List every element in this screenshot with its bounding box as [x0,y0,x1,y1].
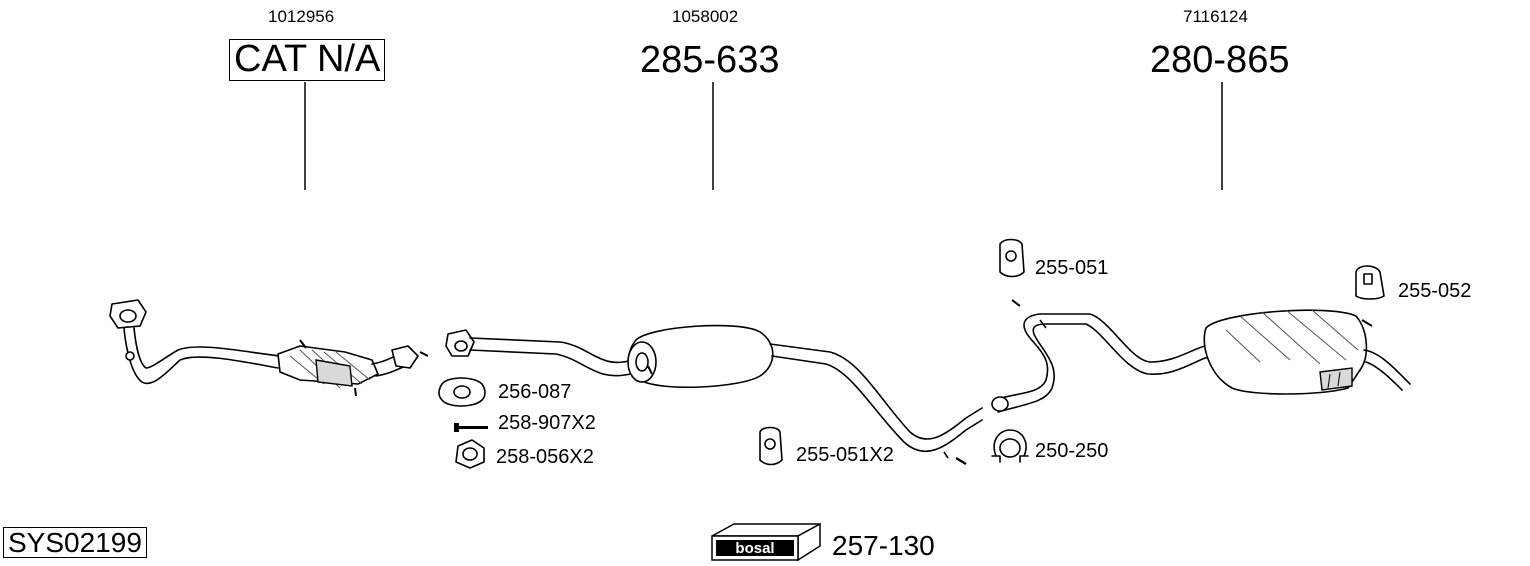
ref-number-cat: 1012956 [268,7,335,26]
label-bolt[interactable]: 258-907X2 [498,412,596,434]
label-nut[interactable]: 258-056X2 [496,446,594,468]
hanger-icon-mid[interactable] [759,426,783,466]
brand-logo: bosal [735,540,774,557]
mounting-kit-box-icon[interactable]: bosal [711,522,821,562]
label-hanger-mid[interactable]: 255-051X2 [796,444,894,466]
hanger-icon-rear-pipe[interactable] [999,238,1025,278]
label-gasket[interactable]: 256-087 [498,381,572,403]
front-pipe-catalyst[interactable] [109,299,429,397]
gasket-icon[interactable] [438,377,486,407]
hanger-icon-rear-box[interactable] [1355,265,1385,300]
label-mounting-kit[interactable]: 257-130 [832,530,935,561]
label-clamp[interactable]: 250-250 [1035,440,1109,462]
middle-pipe-silencer[interactable] [445,324,983,465]
part-number-cat[interactable]: CAT N/A [229,39,386,81]
part-number-middle-silencer[interactable]: 285-633 [640,39,780,81]
bolt-icon[interactable] [454,423,488,432]
ref-number-middle: 1058002 [672,7,739,26]
system-code: SYS02199 [3,527,147,559]
part-number-rear-silencer[interactable]: 280-865 [1150,39,1290,81]
label-hanger-rear-pipe[interactable]: 255-051 [1035,257,1109,279]
nut-icon[interactable] [455,439,485,469]
label-hanger-rear-box[interactable]: 255-052 [1398,280,1472,302]
rear-pipe-silencer[interactable] [991,299,1411,413]
ref-number-rear: 7116124 [1183,7,1248,26]
clamp-icon[interactable] [991,429,1029,463]
